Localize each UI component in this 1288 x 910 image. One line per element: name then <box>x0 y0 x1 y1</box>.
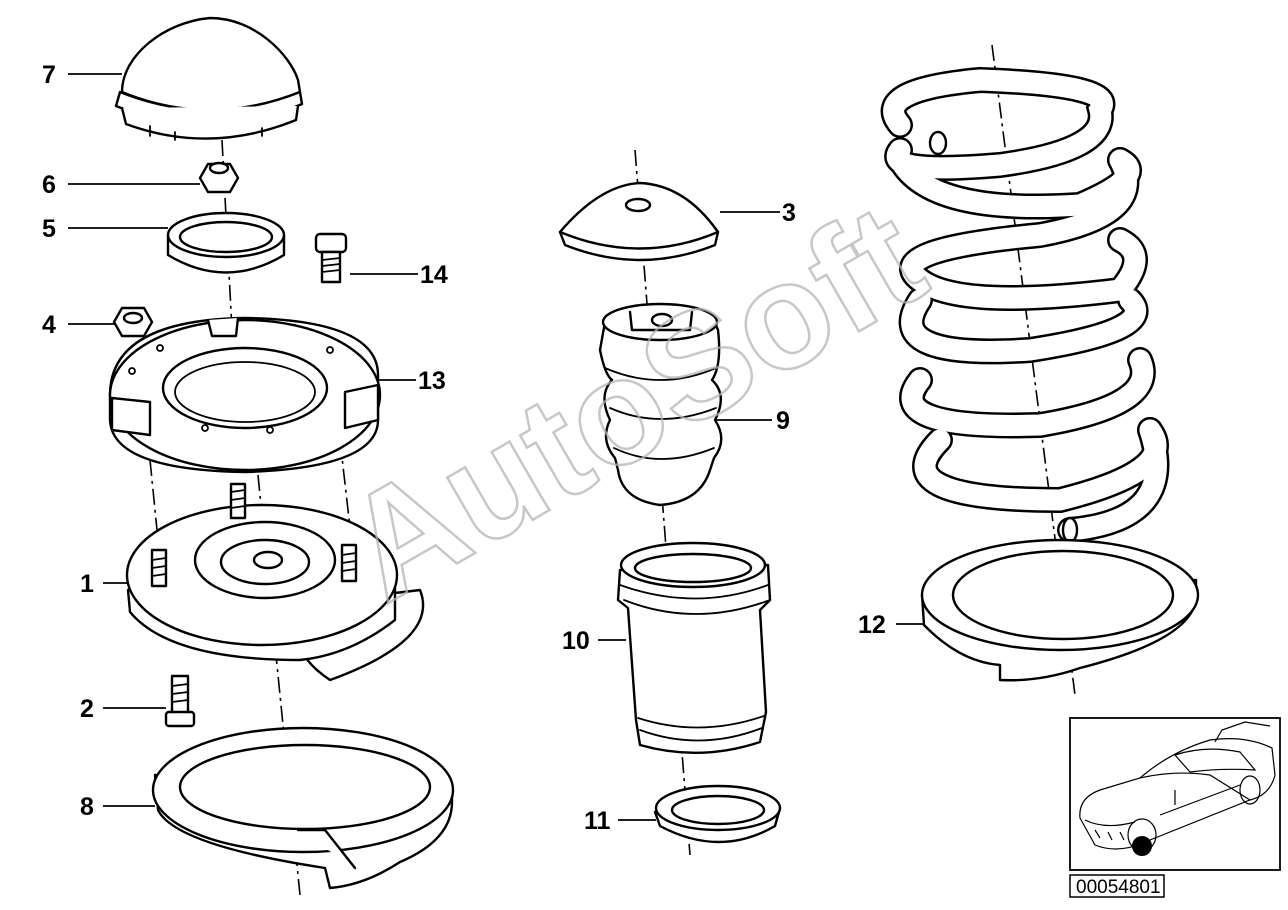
callout-1: 1 <box>80 570 94 598</box>
callout-labels: 7 6 5 4 14 13 1 2 8 3 9 10 11 12 <box>42 61 886 835</box>
part-2-bolt[interactable] <box>164 674 196 728</box>
callout-3: 3 <box>782 199 796 227</box>
part-10-dust-boot[interactable] <box>616 541 772 754</box>
callout-8: 8 <box>80 793 94 821</box>
part-4-nut[interactable] <box>112 306 154 338</box>
part-13-mounting-plate[interactable] <box>108 316 382 474</box>
callout-11: 11 <box>584 807 611 835</box>
part-3-support-washer[interactable] <box>558 181 720 262</box>
callout-6: 6 <box>42 171 56 199</box>
part-12-spring-seat[interactable] <box>920 538 1200 682</box>
callout-2: 2 <box>80 695 94 723</box>
part-14-bolt[interactable] <box>314 232 348 284</box>
callout-14: 14 <box>420 261 448 289</box>
callout-9: 9 <box>776 407 790 435</box>
part-11-ring[interactable] <box>653 784 782 844</box>
car-locator-inset: 00054801 <box>1069 717 1281 898</box>
callout-5: 5 <box>42 215 56 243</box>
callout-10: 10 <box>562 627 590 655</box>
locator-marker <box>1132 836 1152 856</box>
part-8-spring-pad[interactable] <box>151 726 455 890</box>
leader-lines <box>68 73 924 821</box>
part-1-strut-mount[interactable] <box>125 482 425 682</box>
callout-12: 12 <box>858 611 886 639</box>
part-7-dust-cap[interactable] <box>114 16 304 141</box>
callout-13: 13 <box>418 367 446 395</box>
part-6-hex-nut[interactable] <box>198 161 240 194</box>
reference-number: 00054801 <box>1076 877 1161 898</box>
callout-7: 7 <box>42 61 56 89</box>
part-5-bearing[interactable] <box>166 211 286 274</box>
callout-4: 4 <box>42 311 56 339</box>
part-12-coil-spring[interactable] <box>880 66 1170 544</box>
part-9-bump-stop[interactable] <box>598 302 723 507</box>
